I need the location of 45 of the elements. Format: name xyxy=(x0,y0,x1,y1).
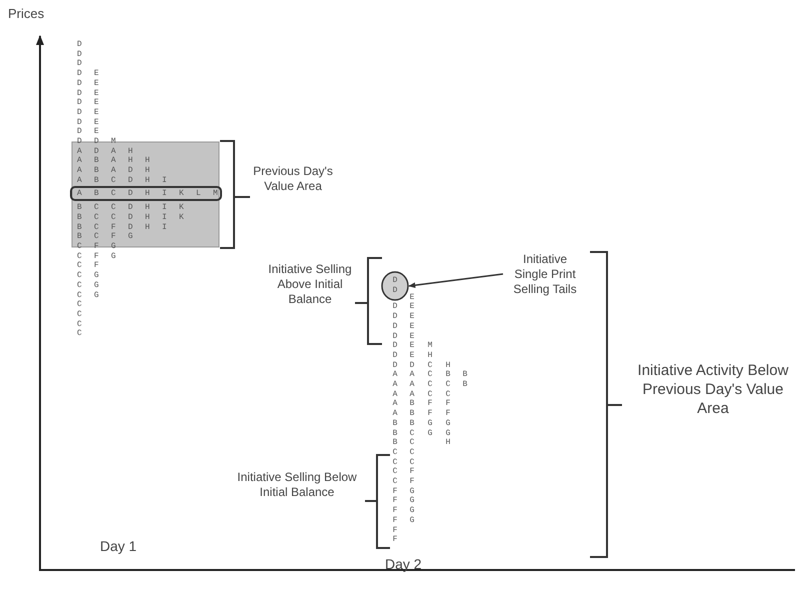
tpo-row: C G xyxy=(77,271,99,281)
tpo-row: D E xyxy=(77,118,99,128)
tpo-row: C G xyxy=(77,280,99,290)
tpo-row: C F G xyxy=(77,242,116,252)
tpo-row: A D A H xyxy=(77,146,133,156)
tpo-row: A B C D H I xyxy=(77,176,167,186)
annotation-text: Initiative Selling Below Initial Balance xyxy=(236,470,358,500)
tpo-column: M H C C C C F F G G xyxy=(427,341,433,438)
tpo-row: D E xyxy=(77,78,99,88)
tpo-row: C F G xyxy=(77,252,116,262)
tpo-row: C xyxy=(77,300,82,310)
tpo-row: C G xyxy=(77,290,99,300)
poc-outline xyxy=(70,186,222,201)
tpo-row: C xyxy=(77,320,82,330)
tpo-row: D E xyxy=(77,88,99,98)
tpo-row: D xyxy=(77,50,82,60)
tpo-row: C xyxy=(77,329,82,339)
tpo-row: B C C D H I K xyxy=(77,212,184,223)
tpo-row: B C F D H I xyxy=(77,222,167,232)
annotation-text: Initiative Activity Below Previous Day's Value Area xyxy=(636,362,790,418)
tpo-row: A B A H H xyxy=(77,156,150,166)
axis-title: Prices xyxy=(8,6,44,22)
tpo-row: C xyxy=(77,310,82,320)
tpo-row: A B A D H xyxy=(77,166,150,176)
annotation-text: Initiative Single Print Selling Tails xyxy=(512,252,578,297)
tpo-column: H B C C F F G G H xyxy=(445,360,451,448)
annotation-text: Previous Day's Value Area xyxy=(252,164,334,194)
tpo-column: E E E E E E E D A A A B B B C C C C F F G G G G xyxy=(409,292,415,526)
tpo-row: D xyxy=(77,40,82,50)
tpo-row: D E xyxy=(77,108,99,118)
tpo-row: D xyxy=(77,59,82,70)
tpo-column: D D D D D D D A A A A A B B B C C C C F F F F F F xyxy=(392,302,398,545)
day-label: Day 1 xyxy=(100,538,137,556)
annotation-text: Initiative Selling Above Initial Balance xyxy=(268,262,352,307)
day-label: Day 2 xyxy=(385,556,422,574)
tpo-row: B C F G xyxy=(77,232,133,242)
tpo-row: D E xyxy=(77,127,99,137)
tpo-row: D E xyxy=(77,69,99,79)
tpo-row: C F xyxy=(77,261,99,272)
arrow xyxy=(408,273,504,288)
tpo-row: D E xyxy=(77,98,99,108)
tpo-row: A B C D H I K L M xyxy=(77,189,218,199)
tpo-row: B C C D H I K xyxy=(77,203,184,213)
tpo-column: B B xyxy=(462,370,468,390)
tpo-column: D D xyxy=(392,276,398,296)
